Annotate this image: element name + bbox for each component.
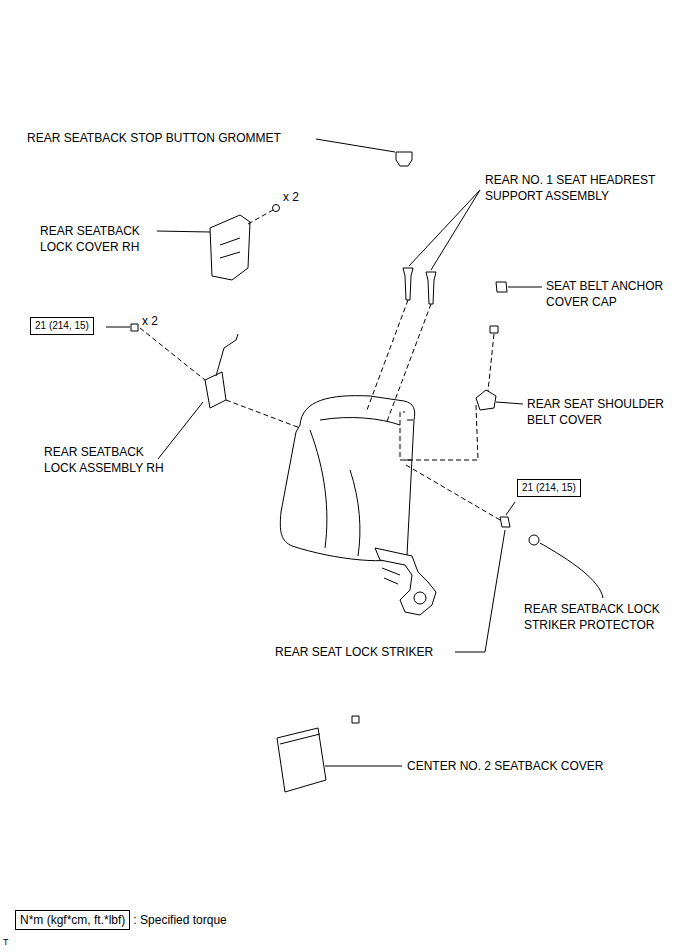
legend-text: : Specified torque bbox=[133, 912, 226, 928]
part-name: REAR SEATBACK STOP BUTTON GROMMET bbox=[27, 130, 281, 146]
quantity: x 2 bbox=[283, 189, 299, 205]
center-cover-detail bbox=[280, 734, 320, 744]
seatback-seam bbox=[350, 470, 360, 556]
shoulder-belt-cover bbox=[476, 390, 496, 410]
part-name: REAR NO. 1 SEAT HEADREST SUPPORT ASSEMBL… bbox=[485, 172, 675, 204]
bolt bbox=[352, 716, 359, 723]
bolt bbox=[131, 324, 138, 331]
lock-cover bbox=[210, 215, 250, 280]
lock-rod bbox=[216, 334, 238, 376]
bolt bbox=[273, 205, 280, 212]
anchor-cap bbox=[496, 282, 507, 292]
torque-value: 21 (214, 15) bbox=[35, 319, 89, 333]
torque-box: 21 (214, 15) bbox=[30, 317, 94, 335]
grommet bbox=[396, 152, 412, 166]
quantity: x 2 bbox=[142, 313, 158, 329]
part-name: REAR SEATBACK LOCK STRIKER PROTECTOR bbox=[524, 601, 676, 633]
seatback bbox=[280, 396, 414, 561]
part-name: REAR SEATBACK LOCK COVER RH bbox=[40, 223, 155, 255]
hinge-pivot bbox=[414, 592, 426, 604]
seatback-seam bbox=[310, 430, 327, 548]
torque-value: 21 (214, 15) bbox=[522, 481, 576, 495]
assembly-lines bbox=[140, 210, 500, 520]
figure-code: T bbox=[3, 937, 9, 948]
part-name: REAR SEATBACK LOCK ASSEMBLY RH bbox=[44, 444, 174, 476]
part-name: REAR SEAT LOCK STRIKER bbox=[275, 644, 433, 660]
lock-striker bbox=[500, 517, 510, 527]
lock-cover-detail bbox=[220, 238, 240, 258]
torque-box: 21 (214, 15) bbox=[517, 479, 581, 497]
center-cover bbox=[277, 728, 326, 792]
leader-lines bbox=[106, 139, 603, 766]
seatback-lock bbox=[205, 372, 226, 408]
striker-protector bbox=[529, 535, 539, 545]
torque-value: N*m (kgf*cm, ft.*lbf) bbox=[20, 912, 125, 928]
headrest-support bbox=[403, 268, 413, 300]
hinge-detail bbox=[382, 568, 400, 584]
seatback-side bbox=[405, 420, 413, 460]
hinge-bracket bbox=[375, 548, 436, 615]
headrest-support bbox=[426, 272, 436, 304]
part-name: SEAT BELT ANCHOR COVER CAP bbox=[546, 278, 681, 310]
part-name: CENTER NO. 2 SEATBACK COVER bbox=[407, 758, 603, 774]
part-name: REAR SEAT SHOULDER BELT COVER bbox=[527, 396, 672, 428]
bolt bbox=[490, 326, 498, 333]
legend-torque-box: N*m (kgf*cm, ft.*lbf) bbox=[15, 910, 130, 930]
